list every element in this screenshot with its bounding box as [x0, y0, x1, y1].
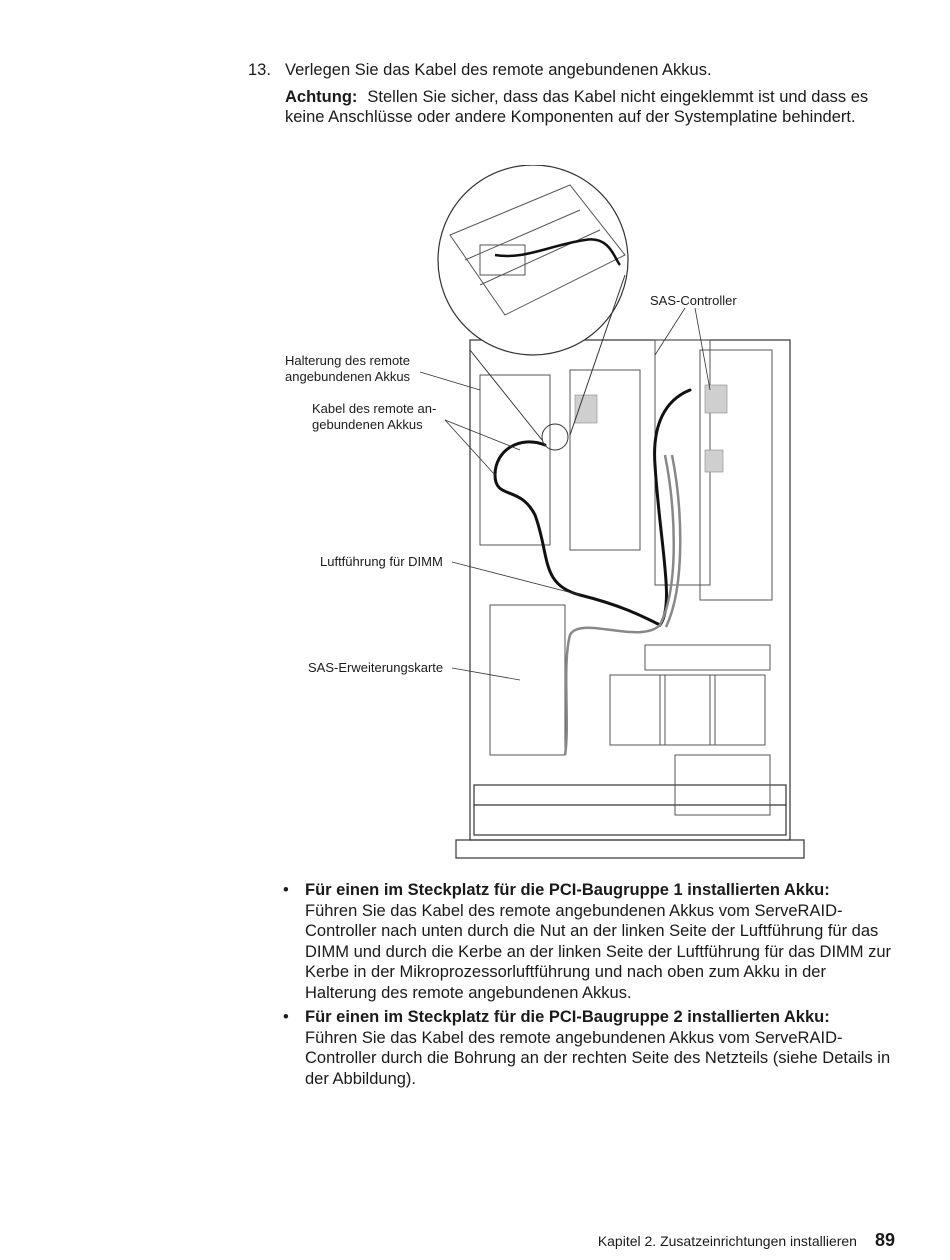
bullet-text: Führen Sie das Kabel des remote angebund…: [305, 1028, 891, 1088]
callout-sas-controller: SAS-Controller: [650, 293, 737, 308]
attention-text: Stellen Sie sicher, dass das Kabel nicht…: [285, 88, 869, 126]
page-footer: Kapitel 2. Zusatzeinrichtungen installie…: [598, 1230, 895, 1251]
attention-label: Achtung:: [285, 88, 358, 106]
bullet-text: Führen Sie das Kabel des remote angebund…: [305, 901, 892, 1002]
callout-battery-holder-2: angebundenen Akkus: [285, 369, 411, 384]
callout-battery-cable-2: gebundenen Akkus: [312, 417, 423, 432]
attention-note: Achtung:Stellen Sie sicher, dass das Kab…: [285, 87, 895, 127]
battery-cable: [493, 388, 692, 627]
bullet-marker: •: [283, 1008, 289, 1026]
page-number: 89: [874, 1230, 895, 1250]
bullet-item-slot-2: • Für einen im Steckplatz für die PCI-Ba…: [283, 1007, 893, 1089]
callout-battery-holder-1: Halterung des remote: [285, 353, 410, 368]
bullet-title: Für einen im Steckplatz für die PCI-Baug…: [305, 1008, 830, 1026]
step-text: Verlegen Sie das Kabel des remote angebu…: [285, 61, 712, 79]
step-number: 13.: [248, 61, 271, 79]
bullet-marker: •: [283, 881, 289, 899]
sas-controller-areas: [574, 384, 728, 473]
grey-cables: [563, 454, 682, 756]
callout-dimm-air-baffle: Luftführung für DIMM: [320, 554, 443, 569]
bullet-item-slot-1: • Für einen im Steckplatz für die PCI-Ba…: [283, 880, 893, 1003]
callout-leaders: [419, 307, 711, 681]
server-cable-routing-illustration: SAS-Controller Halterung des remote ange…: [280, 165, 820, 870]
server-chassis: [455, 339, 805, 859]
bullet-list: • Für einen im Steckplatz für die PCI-Ba…: [283, 880, 893, 1093]
detail-zoom-circle: [437, 165, 629, 451]
footer-chapter: Kapitel 2. Zusatzeinrichtungen installie…: [597, 1233, 857, 1249]
internal-components: [479, 339, 773, 816]
callout-sas-expansion-card: SAS-Erweiterungskarte: [308, 660, 443, 675]
bullet-title: Für einen im Steckplatz für die PCI-Baug…: [305, 881, 830, 899]
callout-battery-cable-1: Kabel des remote an-: [312, 401, 436, 416]
